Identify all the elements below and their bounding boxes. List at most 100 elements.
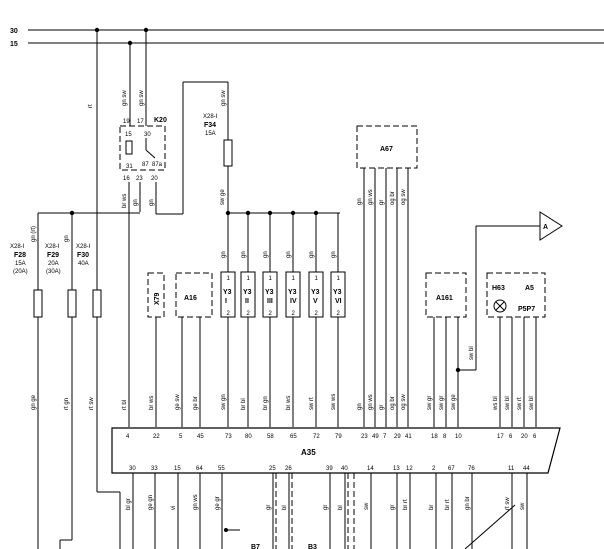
f28-wire-bottom: gn ge [31,394,37,410]
a35-top-pin: 65 [290,434,297,440]
fuses-left: gn (rt) gn X28-I F28 15A (20A) X28-I F29… [10,210,140,549]
a35-top-pin: 4 [126,434,130,440]
a35-bottom-pin: 13 [393,466,400,472]
a35-bottom-pin: 26 [285,466,292,472]
a35-bottom-wire-label: gr [323,505,329,510]
a16-wire-2: ge br [193,396,199,410]
f34-rating: 15A [205,131,216,137]
f29-alt: (30A) [46,269,61,275]
a35-top-pin: 73 [225,434,232,440]
a35-top-pin: 6 [509,434,513,440]
a35-top-pin: 29 [394,434,401,440]
bottom-partials: B7 B3 [224,473,516,549]
f28-body [33,289,43,318]
injector-pin-2: 2 [247,311,251,317]
a35-bottom-wire-label: gr [390,505,396,510]
injector-wire-bottom: br bl [241,398,247,410]
a35-top-pin: 79 [335,434,342,440]
a-marker-label: A [543,224,548,231]
a35-bottom-wire-label: ge gn [148,495,154,510]
injector-pin-1: 1 [315,276,319,282]
injector-label: Y3 [311,289,320,296]
injector-pin-1: 1 [227,276,231,282]
a35-bottom-wire-label: gn br [465,496,471,510]
injector-wire-top: gn [221,251,227,258]
k20-pin-16: 16 [123,176,130,182]
a35-top-pin: 18 [431,434,438,440]
a35-top-pin: 8 [443,434,447,440]
injector-pin-1: 1 [292,276,296,282]
f29-wire-bottom: rt gn [64,398,70,410]
a5-wire-1: ws bl [493,396,499,411]
k20-pin-17: 17 [137,119,144,125]
a35-top-pin: 7 [383,434,387,440]
a67-label: A67 [380,146,393,153]
injector-pin-2: 2 [269,311,273,317]
injector-label: Y3 [243,289,252,296]
a35-top-pin: 20 [521,434,528,440]
h63-label: H63 [492,285,505,292]
k20-wire-bottom-3: gn [149,199,155,206]
f30-wire-bottom: rt sw [89,397,95,410]
f30-name: F30 [77,252,89,259]
f29-connector: X28-I [45,244,60,250]
a35-bottom-wire-label: rt sw [505,497,511,510]
a35-top-pin: 17 [497,434,504,440]
injector-label-index: IV [290,298,297,305]
a35-bottom-wire-label: br [429,505,435,510]
a35-bottom-wire-label: gn ws [193,494,199,510]
injector-label: Y3 [223,289,232,296]
a35-bottom-pin: 11 [508,466,515,472]
f34-name: F34 [204,122,216,129]
a35-bottom-wire-label: bl [282,505,288,510]
k20-coil [125,140,133,155]
a67-module: A67 gn gn ws gr og br og sw gn gn ws gr … [356,125,418,427]
rail-15-label: 15 [10,41,18,48]
a35-bottom-wire-label: bl gr [126,498,132,510]
a-marker: A sw bl [455,211,563,373]
injector-label-index: V [313,298,318,305]
lamp-cross-2 [495,301,505,311]
a67-wire-label-5: og sw [401,189,407,205]
a67-wire-bottom-4: og br [390,396,396,410]
injector-pin-2: 2 [227,311,231,317]
a35-bottom-pin: 14 [367,466,374,472]
x79-label: X79 [154,292,161,305]
injector-label-index: III [267,298,273,305]
a5-module: H63 A5 P5P7 ws bl sw bl sw rt sw bl [486,272,546,427]
a35-bottom-wire-label: br rt [445,499,451,510]
a35-bottom-wire-label: ge gr [215,496,221,510]
x79-module: X79 br ws [147,272,165,427]
f34-body [223,139,233,167]
f34-wire-top: gn sw [221,90,227,106]
injector-label-index: II [245,298,249,305]
injector-pin-2: 2 [292,311,296,317]
a161-wire-3: sw ge [451,394,457,410]
a35-top-pin: 58 [267,434,274,440]
a5-wire-3: sw rt [517,397,523,410]
injector-wire-bottom: br ws [286,396,292,410]
k20-switch [145,149,156,159]
a5-label: A5 [525,285,534,292]
a35-top-pin: 49 [372,434,379,440]
a35-top-pin: 22 [153,434,160,440]
rt-wire-label: rt [88,104,94,108]
b7-label: B7 [251,544,260,549]
a35-top-pin: 6 [533,434,537,440]
injector-wire-top: gn [286,251,292,258]
injector-pin-1: 1 [337,276,341,282]
a35-bottom-pin: 64 [196,466,203,472]
injector-wire-top: gn [331,251,337,258]
a67-wire-bottom-5: og sw [401,394,407,410]
injector-pin-1: 1 [269,276,273,282]
a35-label: A35 [301,448,316,457]
k20-inner-31: 31 [126,164,133,170]
f30-rating: 40A [78,261,89,267]
a35-top-pin: 23 [361,434,368,440]
a16-module: A16 ge sw ge br [175,272,213,427]
k20-wire-bottom-1: br ws [122,194,128,208]
a16-wire-1: ge sw [175,394,181,410]
a35-top-pin: 10 [455,434,462,440]
